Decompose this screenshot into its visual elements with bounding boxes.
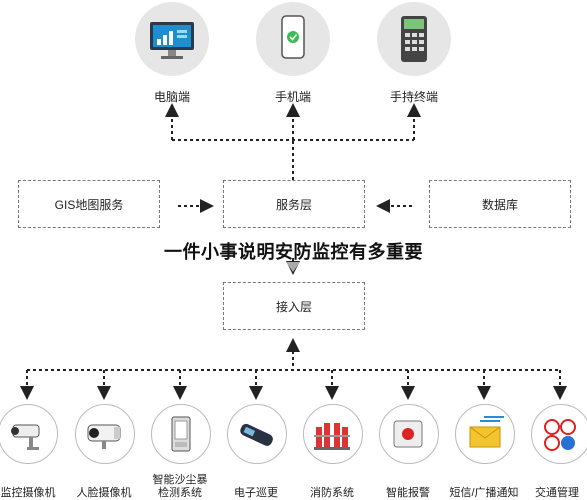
service-layer-box: 服务层 [223,180,365,228]
down-triangle-icon [286,262,300,272]
device-label-patrol: 电子巡更 [234,487,278,499]
headline-title: 一件小事说明安防监控有多重要 [164,242,423,263]
device-label-dust-storm: 智能沙尘暴 检测系统 [152,474,208,499]
client-label-handheld: 手持终端 [389,90,438,104]
traffic-signs-icon [544,419,576,451]
face-camera-icon [87,424,121,449]
device-traffic-management [531,404,587,464]
dust-storm-detector-icon [171,416,191,452]
client-phone [256,2,330,76]
gis-map-service-label: GIS地图服务 [54,197,124,212]
client-handheld [377,2,451,76]
device-label-traffic: 交通管理 [535,487,579,499]
service-layer-label: 服务层 [275,197,312,212]
device-fire-system [303,404,363,464]
device-label-sms: 短信/广播通知 [449,487,519,499]
patrol-device-icon [240,423,273,446]
device-smart-alarm [379,404,439,464]
message-envelope-icon [469,416,504,448]
alarm-button-icon [393,420,423,448]
device-label-alarm: 智能报警 [386,487,430,499]
access-layer-label: 接入层 [275,299,312,314]
device-label-surveillance: 监控摄像机 [0,487,56,499]
device-surveillance-camera [0,404,58,464]
client-pc [135,2,209,76]
device-dust-storm-detector [151,404,211,464]
fire-system-icon [314,423,350,450]
client-label-phone: 手机端 [274,90,311,104]
access-layer-box: 接入层 [223,282,365,330]
device-face-camera [75,404,135,464]
client-label-pc: 电脑端 [153,90,190,104]
database-label: 数据库 [481,197,518,212]
database-box: 数据库 [429,180,571,228]
device-label-fire: 消防系统 [310,487,354,499]
surveillance-camera-icon [11,424,40,450]
device-label-face-camera: 人脸摄像机 [76,487,132,499]
device-sms-broadcast [455,404,515,464]
handheld-terminal-icon [401,16,427,62]
gis-map-service-box: GIS地图服务 [18,180,160,228]
computer-monitor-icon [150,22,194,59]
device-patrol [227,404,287,464]
smartphone-icon [281,15,305,59]
